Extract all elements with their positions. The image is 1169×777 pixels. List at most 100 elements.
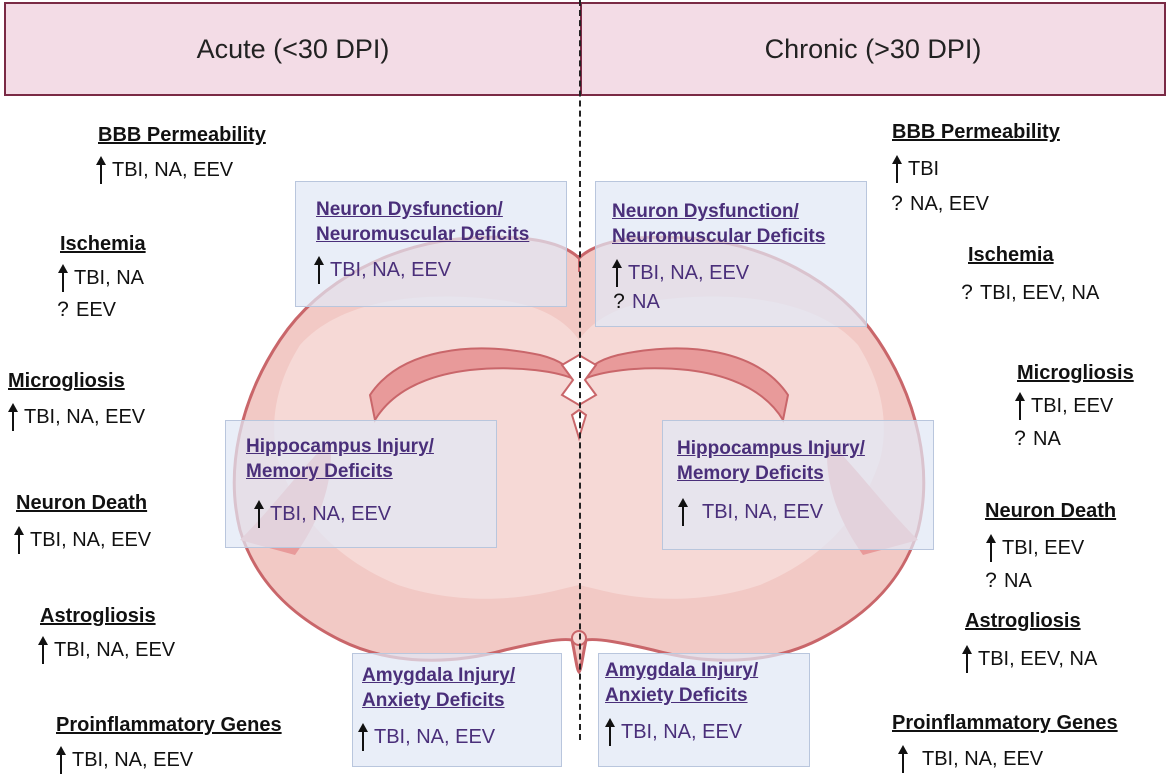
chronic-bbb-value-2: NA, EEV (910, 192, 989, 215)
chronic-bbb-value-1: TBI (908, 157, 940, 180)
acute-neuron-death-title: Neuron Death (16, 492, 148, 514)
chronic-hippo-box (662, 420, 934, 550)
chronic-amyg-line: TBI, NA, EEV (605, 718, 742, 746)
chronic-proinflammatory-line: TBI, NA, EEV (898, 745, 1043, 773)
chronic-amyg-box (598, 653, 810, 767)
acute-microgliosis-value: TBI, NA, EEV (24, 405, 146, 428)
acute-hippo-value: TBI, NA, EEV (270, 502, 392, 525)
chronic-ischemia-title: Ischemia (968, 244, 1054, 266)
chronic-bbb-line-1: TBI (892, 155, 939, 183)
acute-microgliosis-title: Microgliosis (8, 370, 125, 392)
chronic-neuron-value-2: NA (632, 290, 660, 313)
chronic-astrogliosis-value: TBI, EEV, NA (978, 647, 1098, 670)
acute-ischemia-line-2: ? EEV (56, 298, 116, 322)
chronic-microgliosis-line-2: ? NA (1013, 427, 1061, 451)
question-mark-icon: ? (1014, 427, 1026, 450)
acute-astrogliosis-value: TBI, NA, EEV (54, 638, 176, 661)
question-mark-icon: ? (891, 192, 903, 215)
chronic-header: Chronic (>30 DPI) (580, 2, 1166, 96)
chronic-neuron-death-value-1: TBI, EEV (1002, 536, 1085, 559)
up-arrow-icon (605, 718, 615, 746)
acute-hippo-line: TBI, NA, EEV (254, 500, 391, 528)
acute-hippo-title-2: Memory Deficits (246, 461, 393, 482)
chronic-neuron-death-line-2: ? NA (984, 569, 1032, 593)
chronic-neuron-line-1: TBI, NA, EEV (612, 259, 749, 287)
acute-bbb-value: TBI, NA, EEV (112, 158, 234, 181)
up-arrow-icon (358, 723, 368, 751)
acute-amyg-title-1: Amygdala Injury/ (362, 665, 516, 686)
chronic-neuron-title-1: Neuron Dysfunction/ (612, 201, 799, 222)
chronic-amyg-title-2: Anxiety Deficits (605, 685, 748, 706)
chronic-hippo-line: TBI, NA, EEV (678, 498, 823, 526)
acute-header: Acute (<30 DPI) (4, 2, 582, 96)
chronic-neuron-death-line-1: TBI, EEV (986, 534, 1084, 562)
question-mark-icon: ? (985, 569, 997, 592)
question-mark-icon: ? (57, 298, 69, 321)
chronic-neuron-line-2: ? NA (612, 290, 660, 314)
acute-proinflammatory-value: TBI, NA, EEV (72, 748, 194, 771)
chronic-neuron-title-2: Neuromuscular Deficits (612, 226, 826, 247)
chronic-neuron-box (595, 181, 867, 327)
chronic-microgliosis-value-1: TBI, EEV (1031, 394, 1114, 417)
acute-neuron-line: TBI, NA, EEV (314, 256, 451, 284)
chronic-neuron-death-title: Neuron Death (985, 500, 1117, 522)
chronic-microgliosis-title: Microgliosis (1017, 362, 1134, 384)
acute-proinflammatory-title: Proinflammatory Genes (56, 714, 282, 736)
up-arrow-icon (898, 745, 908, 773)
chronic-hippo-title-1: Hippocampus Injury/ (677, 438, 865, 459)
chronic-proinflammatory-title: Proinflammatory Genes (892, 712, 1118, 734)
up-arrow-icon (678, 498, 688, 526)
chronic-header-label: Chronic (>30 DPI) (764, 33, 982, 64)
acute-bbb-title: BBB Permeability (98, 124, 266, 146)
chronic-astrogliosis-line: TBI, EEV, NA (962, 645, 1097, 673)
up-arrow-icon (14, 526, 24, 554)
up-arrow-icon (38, 636, 48, 664)
acute-ischemia-value-1: TBI, NA (74, 266, 145, 289)
chronic-amyg-title-1: Amygdala Injury/ (605, 660, 759, 681)
acute-neuron-title-1: Neuron Dysfunction/ (316, 199, 503, 220)
acute-neuron-value: TBI, NA, EEV (330, 258, 452, 281)
chronic-neuron-value-1: TBI, NA, EEV (628, 261, 750, 284)
acute-astrogliosis-line: TBI, NA, EEV (38, 636, 175, 664)
question-mark-icon: ? (961, 281, 973, 304)
up-arrow-icon (314, 256, 324, 284)
up-arrow-icon (986, 534, 996, 562)
acute-ischemia-title: Ischemia (60, 233, 146, 255)
up-arrow-icon (962, 645, 972, 673)
acute-amyg-line: TBI, NA, EEV (358, 723, 495, 751)
acute-proinflammatory-line: TBI, NA, EEV (56, 746, 193, 774)
acute-amyg-value: TBI, NA, EEV (374, 725, 496, 748)
chronic-bbb-title: BBB Permeability (892, 121, 1060, 143)
up-arrow-icon (892, 155, 902, 183)
up-arrow-icon (58, 264, 68, 292)
acute-amyg-title-2: Anxiety Deficits (362, 690, 505, 711)
chronic-ischemia-value: TBI, EEV, NA (980, 281, 1100, 304)
question-mark-icon: ? (613, 290, 625, 313)
up-arrow-icon (56, 746, 66, 774)
acute-neuron-death-line: TBI, NA, EEV (14, 526, 151, 554)
center-divider (579, 0, 581, 740)
acute-neuron-box (295, 181, 567, 307)
acute-microgliosis-line: TBI, NA, EEV (8, 403, 145, 431)
chronic-amyg-value: TBI, NA, EEV (621, 720, 743, 743)
chronic-microgliosis-value-2: NA (1033, 427, 1061, 450)
acute-ischemia-value-2: EEV (76, 298, 117, 321)
acute-header-label: Acute (<30 DPI) (196, 33, 390, 64)
chronic-ischemia-line: ? TBI, EEV, NA (960, 281, 1099, 305)
up-arrow-icon (96, 156, 106, 184)
chronic-neuron-death-value-2: NA (1004, 569, 1032, 592)
acute-astrogliosis-title: Astrogliosis (40, 605, 156, 627)
up-arrow-icon (254, 500, 264, 528)
chronic-hippo-value: TBI, NA, EEV (702, 500, 824, 523)
acute-hippo-title-1: Hippocampus Injury/ (246, 436, 434, 457)
up-arrow-icon (8, 403, 18, 431)
chronic-microgliosis-line-1: TBI, EEV (1015, 392, 1113, 420)
acute-neuron-title-2: Neuromuscular Deficits (316, 224, 530, 245)
up-arrow-icon (1015, 392, 1025, 420)
up-arrow-icon (612, 259, 622, 287)
acute-bbb-line: TBI, NA, EEV (96, 156, 233, 184)
acute-hippo-box (225, 420, 497, 548)
chronic-astrogliosis-title: Astrogliosis (965, 610, 1081, 632)
chronic-bbb-line-2: ? NA, EEV (890, 192, 989, 216)
chronic-hippo-title-2: Memory Deficits (677, 463, 824, 484)
